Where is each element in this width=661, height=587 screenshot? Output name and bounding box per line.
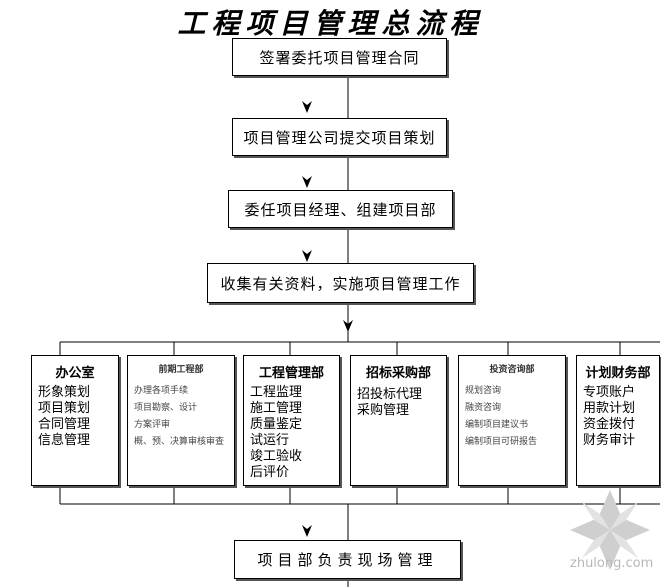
arrow-down-icon [302,176,312,188]
step-label: 收集有关资料，实施项目管理工作 [220,274,461,293]
department-item: 编制项目可研报告 [465,437,538,447]
page-title: 工程项目管理总流程 [177,7,484,40]
department-item: 招投标代理 [357,387,423,402]
step-box: 收集有关资料，实施项目管理工作 [207,263,474,303]
department-item: 概、预、决算审核审查 [134,437,225,447]
department-item: 资金拨付 [583,417,636,432]
department-item: 竣工验收 [250,449,303,464]
department-item: 后评价 [250,465,290,480]
department-item: 办理各项手续 [134,386,189,396]
arrow-down-icon [343,320,353,332]
department-title: 招标采购部 [365,366,431,381]
department-box: 办公室 形象策划 项目策划 合同管理 信息管理 [31,355,119,486]
department-item: 项目策划 [38,401,91,416]
department-item: 项目勘察、设计 [134,403,198,413]
step-box: 委任项目经理、组建项目部 [228,190,453,228]
department-item: 财务审计 [583,433,636,448]
department-title: 前期工程部 [158,365,204,375]
department-item: 试运行 [250,433,290,448]
department-box: 招标采购部 招投标代理 采购管理 [350,355,447,486]
department-item: 专项账户 [583,385,636,400]
watermark-text: zhulong.com [570,556,654,571]
step-label: 委任项目经理、组建项目部 [244,200,437,219]
final-step-box: 项目部负责现场管理 [234,540,461,579]
department-item: 规划咨询 [465,386,502,396]
step-label: 项目管理公司提交项目策划 [243,128,436,147]
arrow-down-icon [302,101,312,113]
department-item: 质量鉴定 [250,417,303,432]
department-item: 信息管理 [38,433,91,448]
final-step-label: 项目部负责现场管理 [257,551,438,569]
department-item: 形象策划 [38,385,91,400]
watermark-logo [570,490,650,570]
department-item: 方案评审 [134,420,171,430]
arrow-down-icon [302,250,312,262]
department-title: 计划财务部 [585,366,651,381]
department-box: 计划财务部 专项账户 用款计划 资金拨付 财务审计 [576,355,660,486]
department-item: 采购管理 [357,403,410,418]
department-box: 投资咨询部 规划咨询 融资咨询 编制项目建议书 编制项目可研报告 [458,355,566,486]
arrow-down-icon [302,525,312,537]
department-title: 投资咨询部 [489,365,535,375]
department-box: 工程管理部 工程监理 施工管理 质量鉴定 试运行 竣工验收 后评价 [243,355,340,486]
department-item: 编制项目建议书 [465,420,529,430]
department-item: 合同管理 [38,417,91,432]
department-item: 用款计划 [583,401,636,416]
step-box: 项目管理公司提交项目策划 [232,118,447,156]
department-item: 施工管理 [250,401,303,416]
step-box: 签署委托项目管理合同 [232,38,447,76]
step-label: 签署委托项目管理合同 [259,48,420,67]
department-item: 融资咨询 [465,403,502,413]
department-box: 前期工程部 办理各项手续 项目勘察、设计 方案评审 概、预、决算审核审查 [127,355,235,486]
department-title: 工程管理部 [258,366,324,381]
department-title: 办公室 [55,366,95,381]
department-item: 工程监理 [250,385,303,400]
